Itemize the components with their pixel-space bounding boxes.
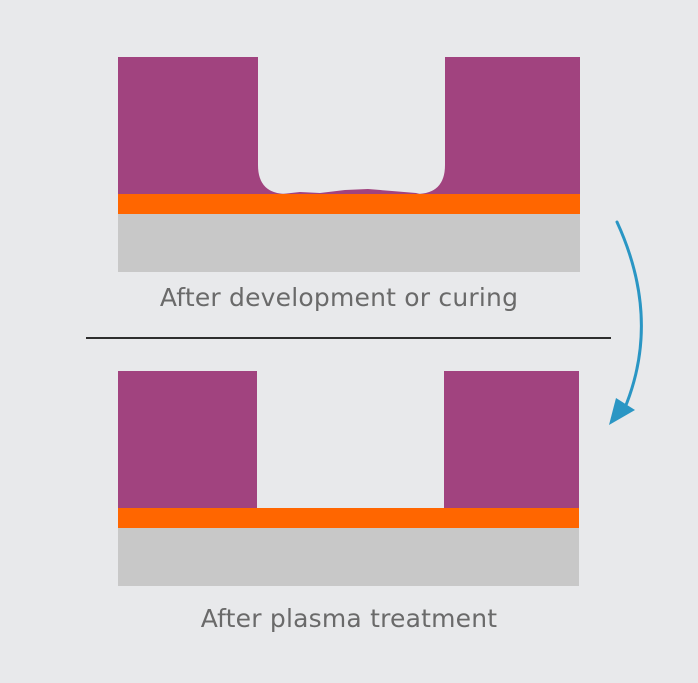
photoresist-right-before (416, 57, 580, 194)
metal-layer-after (118, 508, 579, 528)
process-arrow (609, 220, 643, 425)
photoresist-left-before (118, 57, 287, 194)
photoresist-left-after (118, 371, 257, 508)
substrate-after (118, 528, 579, 586)
arrow-curve (615, 220, 643, 412)
arrow-head-icon (609, 398, 635, 425)
substrate-before (118, 214, 580, 272)
caption-after: After plasma treatment (200, 604, 498, 633)
metal-layer-before (118, 194, 580, 214)
photoresist-right-after (444, 371, 579, 508)
stack-before (118, 57, 580, 272)
caption-before: After development or curing (159, 283, 519, 312)
resist-residue (282, 189, 420, 194)
stack-after (118, 371, 579, 586)
